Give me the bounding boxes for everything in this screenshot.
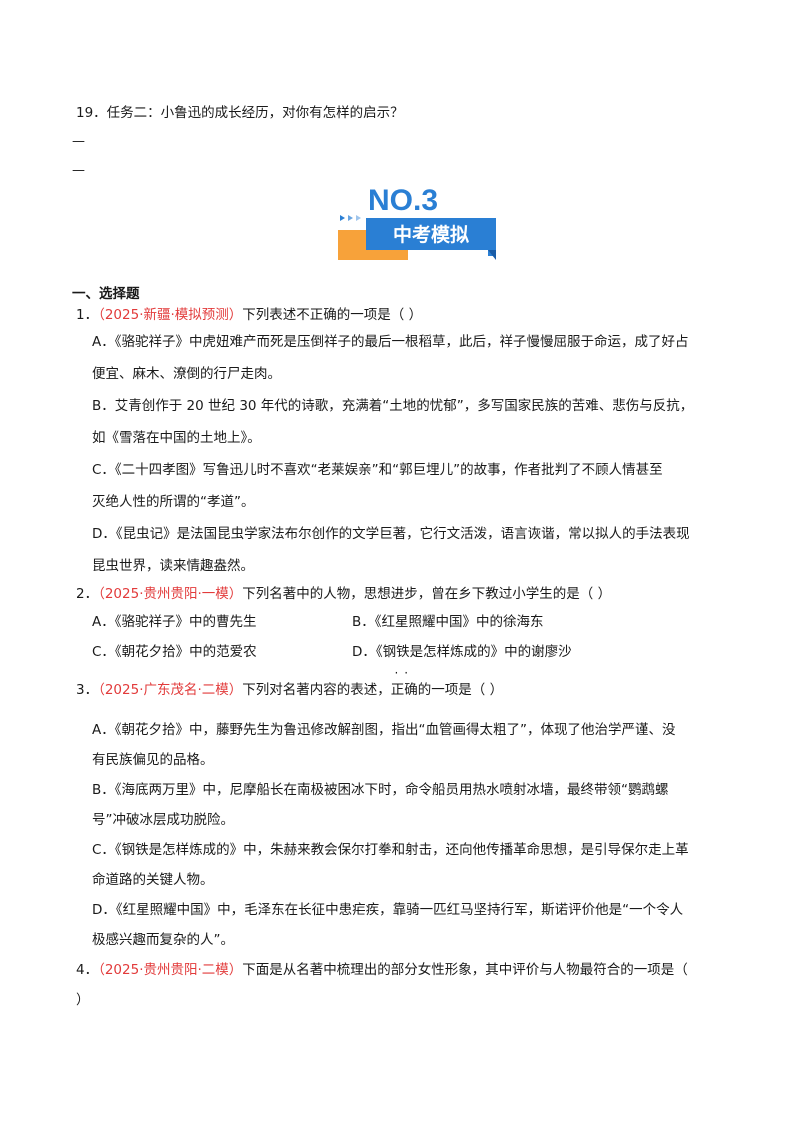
question-2: 2．（2025·贵州贵阳·一模）下列名著中的人物，思想进步，曾在乡下教过小学生的… bbox=[76, 582, 611, 602]
question-stem: 下列表述不正确的一项是（ ） bbox=[242, 307, 423, 323]
section-title: 一、选择题 bbox=[72, 286, 140, 302]
emphasis-dots: ·· bbox=[394, 666, 415, 680]
question-19: 19．任务二：小鲁迅的成长经历，对你有怎样的启示？ bbox=[76, 105, 404, 121]
q1-option-a-cont: 便宜、麻木、潦倒的行尸走肉。 bbox=[92, 366, 281, 382]
q1-option-b-cont: 如《雪落在中国的土地上》。 bbox=[92, 430, 261, 446]
emphasis-text: 正确 bbox=[390, 682, 418, 698]
q3-option-c-cont: 命道路的关键人物。 bbox=[92, 872, 214, 888]
question-stem: 下面是从名著中梳理出的部分女性形象，其中评价与人物最符合的一项是（ bbox=[242, 962, 688, 978]
q1-option-c-cont: 灭绝人性的所谓的“孝道”。 bbox=[92, 494, 255, 510]
question-number: 4． bbox=[76, 962, 99, 978]
q1-option-b: B．艾青创作于 20 世纪 30 年代的诗歌，充满着“土地的忧郁”，多写国家民族… bbox=[92, 398, 694, 414]
arrow-2-icon bbox=[348, 215, 353, 221]
question-stem-end: 的一项是（ ） bbox=[417, 682, 504, 698]
q1-option-d: D．《昆虫记》是法国昆虫学家法布尔创作的文学巨著，它行文活泼，语言诙谐，常以拟人… bbox=[92, 526, 690, 542]
arrow-3-icon bbox=[356, 215, 361, 221]
question-4: 4．（2025·贵州贵阳·二模）下面是从名著中梳理出的部分女性形象，其中评价与人… bbox=[76, 958, 688, 978]
q2-option-b: B．《红星照耀中国》中的徐海东 bbox=[352, 614, 544, 630]
q3-option-c: C．《钢铁是怎样炼成的》中，朱赫来教会保尔打拳和射击，还向他传播革命思想，是引导… bbox=[92, 842, 689, 858]
question-stem: 下列名著中的人物，思想进步，曾在乡下教过小学生的是（ ） bbox=[242, 586, 612, 602]
q3-option-a: A．《朝花夕拾》中，藤野先生为鲁迅修改解剖图，指出“血管画得太粗了”，体现了他治… bbox=[92, 722, 676, 738]
q2-option-d: D．《钢铁是怎样炼成的》中的谢廖沙 bbox=[352, 644, 572, 660]
arrow-1-icon bbox=[340, 215, 345, 221]
q1-option-a: A．《骆驼祥子》中虎妞难产而死是压倒祥子的最后一根稻草，此后，祥子慢慢屈服于命运… bbox=[92, 334, 689, 350]
q2-option-a: A．《骆驼祥子》中的曹先生 bbox=[92, 614, 257, 630]
q3-option-b-cont: 号”冲破冰层成功脱险。 bbox=[92, 812, 234, 828]
q1-option-c: C．《二十四孝图》写鲁迅儿时不喜欢“老莱娱亲”和“郭巨埋儿”的故事，作者批判了不… bbox=[92, 462, 663, 478]
question-number: 1． bbox=[76, 307, 99, 323]
emphasis-word: ·· 正确 bbox=[390, 666, 418, 698]
q1-option-d-cont: 昆虫世界，读来情趣盎然。 bbox=[92, 558, 254, 574]
section-banner: NO.3 中考模拟 bbox=[336, 180, 501, 262]
answer-line-2: — bbox=[72, 163, 85, 178]
q2-option-c: C．《朝花夕拾》中的范爱农 bbox=[92, 644, 257, 660]
banner-graphic: NO.3 中考模拟 bbox=[338, 184, 496, 260]
source-tag: （2025·贵州贵阳·二模） bbox=[98, 962, 243, 978]
question-4-cont: ） bbox=[76, 992, 90, 1008]
question-stem: 下列对名著内容的表述， bbox=[242, 682, 391, 698]
banner-fold bbox=[488, 250, 496, 260]
banner-blue-block bbox=[366, 218, 496, 256]
q3-option-d-cont: 极感兴趣而复杂的人”。 bbox=[92, 932, 234, 948]
question-number: 2． bbox=[76, 586, 99, 602]
question-3: 3．（2025·广东茂名·二模）下列对名著内容的表述，·· 正确的一项是（ ） bbox=[76, 666, 504, 698]
q3-option-a-cont: 有民族偏见的品格。 bbox=[92, 752, 214, 768]
source-tag: （2025·新疆·模拟预测） bbox=[98, 307, 243, 323]
banner-title: 中考模拟 bbox=[393, 223, 469, 246]
answer-line-1: — bbox=[72, 134, 85, 149]
question-number: 3． bbox=[76, 682, 99, 698]
source-tag: （2025·贵州贵阳·一模） bbox=[98, 586, 243, 602]
source-tag: （2025·广东茂名·二模） bbox=[98, 682, 243, 698]
q3-option-d: D．《红星照耀中国》中，毛泽东在长征中患疟疾，靠骑一匹红马坚持行军，斯诺评价他是… bbox=[92, 902, 684, 918]
banner-no-label: NO.3 bbox=[368, 184, 438, 217]
q3-option-b: B．《海底两万里》中，尼摩船长在南极被困冰下时，命令船员用热水喷射冰墙，最终带领… bbox=[92, 782, 669, 798]
question-1: 1．（2025·新疆·模拟预测）下列表述不正确的一项是（ ） bbox=[76, 303, 422, 323]
